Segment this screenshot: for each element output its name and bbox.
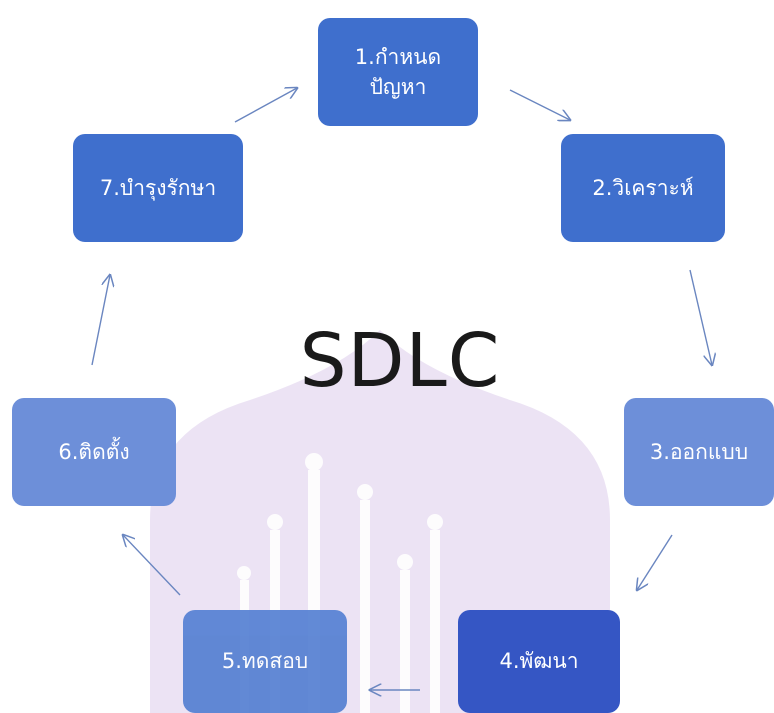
step-2-label: 2.วิเคราะห์: [592, 175, 694, 200]
step-4-label: 4.พัฒนา: [499, 649, 579, 674]
step-3-design: 3.ออกแบบ: [624, 398, 774, 506]
arrow-5-to-6: [123, 535, 181, 596]
step-5-test: 5.ทดสอบ: [183, 610, 347, 713]
step-7-label: 7.บำรุงรักษา: [99, 175, 217, 200]
diagram-title: SDLC: [299, 318, 501, 404]
step-6-install: 6.ติดตั้ง: [12, 398, 176, 506]
step-6-label: 6.ติดตั้ง: [58, 439, 130, 464]
step-2-analysis: 2.วิเคราะห์: [561, 134, 725, 242]
arrow-7-to-1: [234, 88, 297, 123]
arrow-1-to-2: [509, 89, 570, 120]
arrow-6-to-7: [91, 275, 110, 366]
step-3-label: 3.ออกแบบ: [649, 439, 749, 464]
step-1-define-problem: 1.กำหนด ปัญหา: [318, 18, 478, 126]
arrow-3-to-4: [637, 534, 673, 590]
step-1-label: 1.กำหนด ปัญหา: [354, 44, 442, 99]
arrow-2-to-3: [689, 269, 712, 365]
step-5-label: 5.ทดสอบ: [221, 649, 309, 674]
step-4-develop: 4.พัฒนา: [458, 610, 620, 713]
step-7-maintain: 7.บำรุงรักษา: [73, 134, 243, 242]
